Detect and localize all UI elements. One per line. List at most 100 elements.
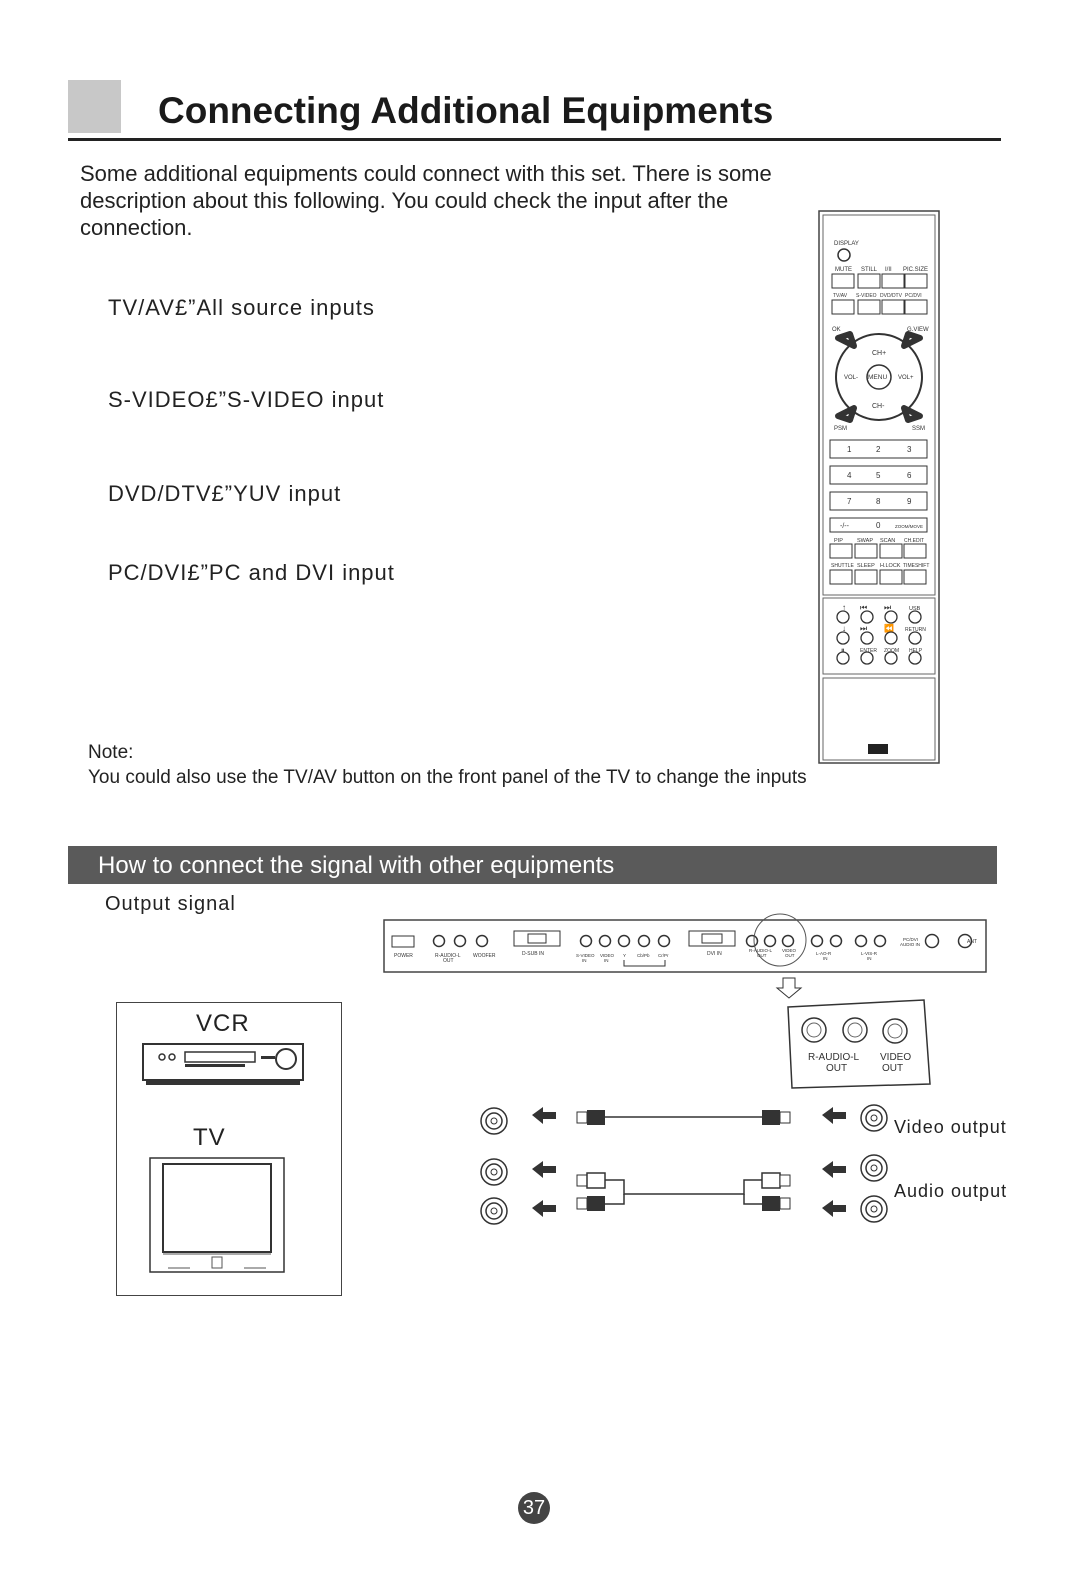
- svg-text:OUT: OUT: [785, 953, 795, 958]
- remote-ch-up-label: CH+: [872, 350, 886, 357]
- output-signal-label: Output signal: [105, 893, 236, 915]
- remote-i-ii-label: I/II: [885, 267, 892, 273]
- note-heading: Note:: [88, 742, 134, 763]
- svg-text:IN: IN: [582, 958, 587, 963]
- audio-cable: [576, 1172, 791, 1211]
- svg-text:IN: IN: [604, 958, 609, 963]
- remote-psm-label: PSM: [834, 426, 847, 432]
- panel-label-video-out: VIDEO: [782, 948, 797, 953]
- panel-label-power: POWER: [394, 953, 413, 959]
- svg-text:OUT: OUT: [757, 953, 767, 958]
- remote-key-8: 8: [876, 497, 881, 506]
- rear-panel: [383, 919, 987, 973]
- remote-hlock-label: H.LOCK: [880, 563, 901, 569]
- device-box: [116, 1002, 342, 1296]
- panel-label-audio-out-2: R-AUDIO-L: [749, 948, 772, 953]
- page-number: 37: [518, 1492, 550, 1524]
- remote-mute-label: MUTE: [835, 267, 852, 273]
- svg-text:OUT: OUT: [882, 1063, 903, 1074]
- remote-zoom-label: ZOOM: [884, 648, 899, 654]
- remote-pip-label: PIP: [834, 538, 843, 544]
- vcr-illustration: [142, 1043, 304, 1085]
- svg-text:⏭: ⏭: [884, 603, 891, 612]
- remote-key-6: 6: [907, 471, 912, 480]
- svg-text:⏮: ⏮: [860, 603, 867, 612]
- connection-diagram: POWER R-AUDIO-L OUT WOOFER D-SUB IN S-VI…: [383, 913, 987, 1225]
- source-item-pc: PC/DVI£”PC and DVI input: [108, 560, 395, 585]
- tv-label: TV: [193, 1124, 226, 1151]
- remote-key-3: 3: [907, 445, 912, 454]
- remote-shuttle-label: SHUTTLE: [831, 563, 854, 569]
- remote-picsize-label: PIC.SIZE: [903, 267, 928, 273]
- svg-text:AUDIO IN: AUDIO IN: [900, 942, 920, 947]
- remote-key-0: 0: [876, 521, 881, 530]
- remote-key-2: 2: [876, 445, 881, 454]
- source-item-dvd: DVD/DTV£”YUV input: [108, 481, 342, 506]
- remote-ssm-label: SSM: [912, 426, 925, 432]
- page-title: Connecting Additional Equipments: [158, 90, 774, 131]
- section-header: How to connect the signal with other equ…: [68, 846, 997, 884]
- remote-return-label: RETURN: [905, 627, 926, 633]
- note-text: You could also use the TV/AV button on t…: [88, 767, 807, 788]
- svg-text:IN: IN: [823, 956, 828, 961]
- remote-gview-label: G.VIEW: [907, 327, 929, 333]
- remote-vol-up-label: VOL+: [898, 375, 914, 381]
- remote-key-5: 5: [876, 471, 881, 480]
- panel-label-video: VIDEO: [600, 953, 615, 958]
- section-title: How to connect the signal with other equ…: [98, 852, 615, 879]
- title-divider: [68, 138, 1001, 141]
- remote-control-illustration: DISPLAY MUTE STILL I/II PIC.SIZE TV/AV S…: [818, 210, 940, 764]
- remote-sleep-label: SLEEP: [857, 563, 875, 569]
- remote-enter-label: ENTER: [860, 648, 877, 654]
- remote-usb-label: USB: [909, 606, 921, 612]
- svg-text:OUT: OUT: [826, 1063, 847, 1074]
- panel-label-vis-in: L-VIS-R: [861, 951, 878, 956]
- panel-label-ant: ANT: [967, 939, 977, 945]
- zoom-audio-label: R-AUDIO-L: [808, 1052, 860, 1063]
- remote-key-4: 4: [847, 471, 852, 480]
- audio-output-label: Audio output: [894, 1181, 1008, 1201]
- title-marker: [68, 80, 121, 133]
- remote-menu-label: MENU: [868, 374, 887, 381]
- panel-label-audio-out: R-AUDIO-L: [435, 953, 461, 959]
- remote-display-label: DISPLAY: [834, 241, 859, 247]
- remote-chedit-label: CH.EDIT: [904, 538, 924, 544]
- panel-label-woofer: WOOFER: [473, 953, 496, 959]
- panel-label-cr: Cr/Pr: [658, 953, 669, 958]
- remote-key-7: 7: [847, 497, 852, 506]
- svg-text:↑: ↑: [842, 603, 846, 612]
- remote-tvav-label: TV/AV: [833, 293, 848, 299]
- panel-label-y: Y: [623, 953, 626, 958]
- remote-timeshift-label: TIMESHIFT: [903, 563, 929, 569]
- tv-illustration: [149, 1157, 285, 1273]
- remote-key-dash: -/--: [840, 523, 850, 530]
- remote-key-9: 9: [907, 497, 912, 506]
- remote-vol-down-label: VOL-: [844, 375, 858, 381]
- vcr-label: VCR: [196, 1010, 250, 1037]
- panel-label-dsub: D-SUB IN: [522, 951, 544, 957]
- panel-label-svideo: S-VIDEO: [576, 953, 595, 958]
- svg-text:↓: ↓: [842, 624, 846, 633]
- zoom-detail: [787, 999, 931, 1089]
- remote-ok-label: OK: [832, 327, 841, 333]
- remote-help-label: HELP: [909, 648, 923, 654]
- svg-text:OUT: OUT: [443, 958, 454, 964]
- remote-still-label: STILL: [861, 267, 878, 273]
- zoom-video-label: VIDEO: [880, 1052, 911, 1063]
- remote-dvd-label: DVD/DTV: [880, 293, 903, 299]
- svg-text:⏪: ⏪: [884, 623, 894, 633]
- panel-label-dvi: DVI IN: [707, 951, 722, 957]
- svg-text:IN: IN: [867, 956, 872, 961]
- video-output-label: Video output: [894, 1117, 1007, 1137]
- source-item-svideo: S-VIDEO£”S-VIDEO input: [108, 387, 385, 412]
- svg-text:⏸: ⏸: [841, 647, 845, 654]
- source-item-tvav: TV/AV£”All source inputs: [108, 295, 375, 320]
- remote-scan-label: SCAN: [880, 538, 895, 544]
- remote-svideo-label: S-VIDEO: [856, 293, 877, 299]
- video-cable: [576, 1110, 791, 1125]
- panel-label-pcdvi-audio: PC/DVI: [903, 937, 918, 942]
- remote-zoom-move-label: ZOOM/MOVE: [895, 524, 923, 529]
- remote-key-1: 1: [847, 445, 852, 454]
- remote-ch-down-label: CH-: [872, 403, 885, 410]
- remote-swap-label: SWAP: [857, 538, 873, 544]
